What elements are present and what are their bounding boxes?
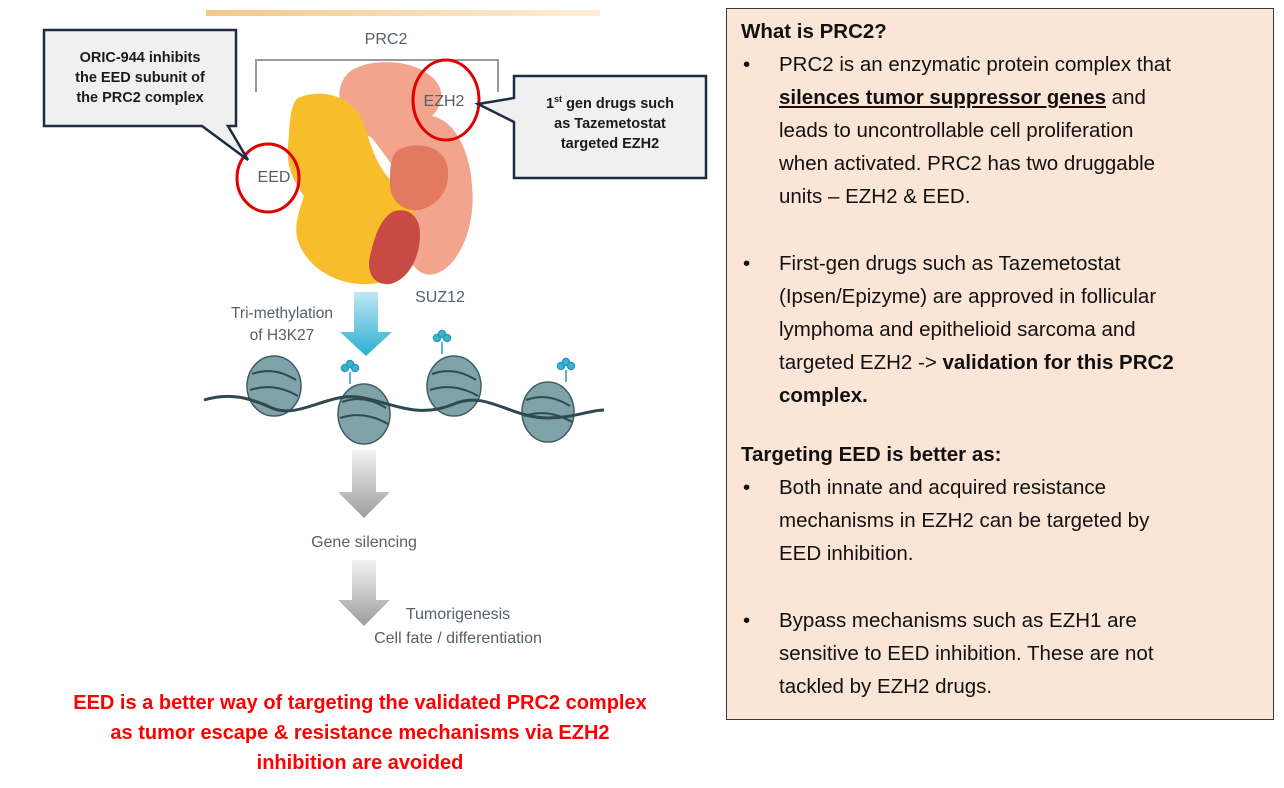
- gene-silencing-label: Gene silencing: [311, 534, 417, 551]
- conclusion-line-1: EED is a better way of targeting the val…: [73, 692, 647, 714]
- suz12-blob: [368, 210, 420, 285]
- bullet-prc2-description: • PRC2 is an enzymatic protein complex t…: [741, 48, 1259, 213]
- conclusion-line-2: as tumor escape & resistance mechanisms …: [110, 722, 610, 744]
- suz12-label: SUZ12: [415, 289, 465, 306]
- heading-targeting-eed: Targeting EED is better as:: [741, 443, 1002, 466]
- tumorigenesis-label: Tumorigenesis: [406, 606, 510, 623]
- conclusion-line-3: inhibition are avoided: [256, 752, 464, 774]
- callout-ezh2-text: 1st gen drugs such as Tazemetostat targe…: [516, 94, 704, 154]
- tumorigenesis-arrow: [338, 560, 390, 626]
- ezh2-inner-blob: [390, 145, 449, 211]
- gene-silencing-arrow: [338, 450, 390, 518]
- nucleosome-row: [203, 329, 605, 445]
- nucleosome-2: [337, 383, 391, 445]
- callout-ezh2-line-1: 1st gen drugs such: [545, 94, 675, 112]
- trimethylation-label-2: of H3K27: [250, 327, 315, 344]
- ezh2-label: EZH2: [424, 93, 465, 110]
- eed-label: EED: [258, 169, 291, 186]
- callout-eed: [42, 28, 250, 162]
- bullet-dot: •: [743, 53, 751, 76]
- dna-strand: [203, 394, 605, 420]
- nucleosome-3: [426, 355, 482, 417]
- bullet-dot: •: [743, 476, 751, 499]
- methyl-marks: [340, 329, 576, 384]
- callout-eed-line-2: the EED subunit of: [75, 70, 205, 86]
- bullet-resistance-mechanisms: • Both innate and acquired resistance me…: [741, 471, 1259, 570]
- trimethylation-label-1: Tri-methylation: [231, 305, 333, 322]
- bullet-first-gen-drugs: • First-gen drugs such as Tazemetostat (…: [741, 247, 1259, 412]
- prc2-diagram: PRC2 EED EZH2 SUZ12 Tri-methylation of H…: [42, 10, 708, 647]
- bullet-dot: •: [743, 609, 751, 632]
- silences-tumor-suppressor-genes: silences tumor suppressor genes: [779, 86, 1106, 109]
- top-stripe: [206, 10, 600, 16]
- eed-highlight-circle: [235, 142, 301, 214]
- trimethylation-arrow: [340, 292, 392, 356]
- callout-eed-line-1: ORIC-944 inhibits: [79, 50, 201, 66]
- validation-text: validation for this PRC2: [942, 351, 1174, 374]
- conclusion-text: EED is a better way of targeting the val…: [0, 688, 720, 778]
- info-panel: What is PRC2? • PRC2 is an enzymatic pro…: [726, 8, 1274, 720]
- callout-ezh2: [474, 74, 708, 180]
- callout-eed-line-3: the PRC2 complex: [76, 90, 204, 106]
- bullet-bypass-mechanisms: • Bypass mechanisms such as EZH1 are sen…: [741, 604, 1259, 703]
- bullet-dot: •: [743, 252, 751, 275]
- callout-ezh2-line-3: targeted EZH2: [560, 136, 660, 152]
- cell-fate-label: Cell fate / differentiation: [374, 630, 542, 647]
- callout-ezh2-line-2: as Tazemetostat: [554, 116, 666, 132]
- prc2-complex: [287, 62, 473, 285]
- nucleosome-1: [246, 355, 302, 417]
- prc2-label: PRC2: [365, 31, 408, 48]
- heading-what-is-prc2: What is PRC2?: [741, 20, 887, 43]
- prc2-bracket: [255, 59, 499, 92]
- ezh2-highlight-circle: [411, 58, 481, 142]
- callout-eed-text: ORIC-944 inhibits the EED subunit of the…: [46, 48, 234, 108]
- nucleosome-4: [521, 381, 575, 443]
